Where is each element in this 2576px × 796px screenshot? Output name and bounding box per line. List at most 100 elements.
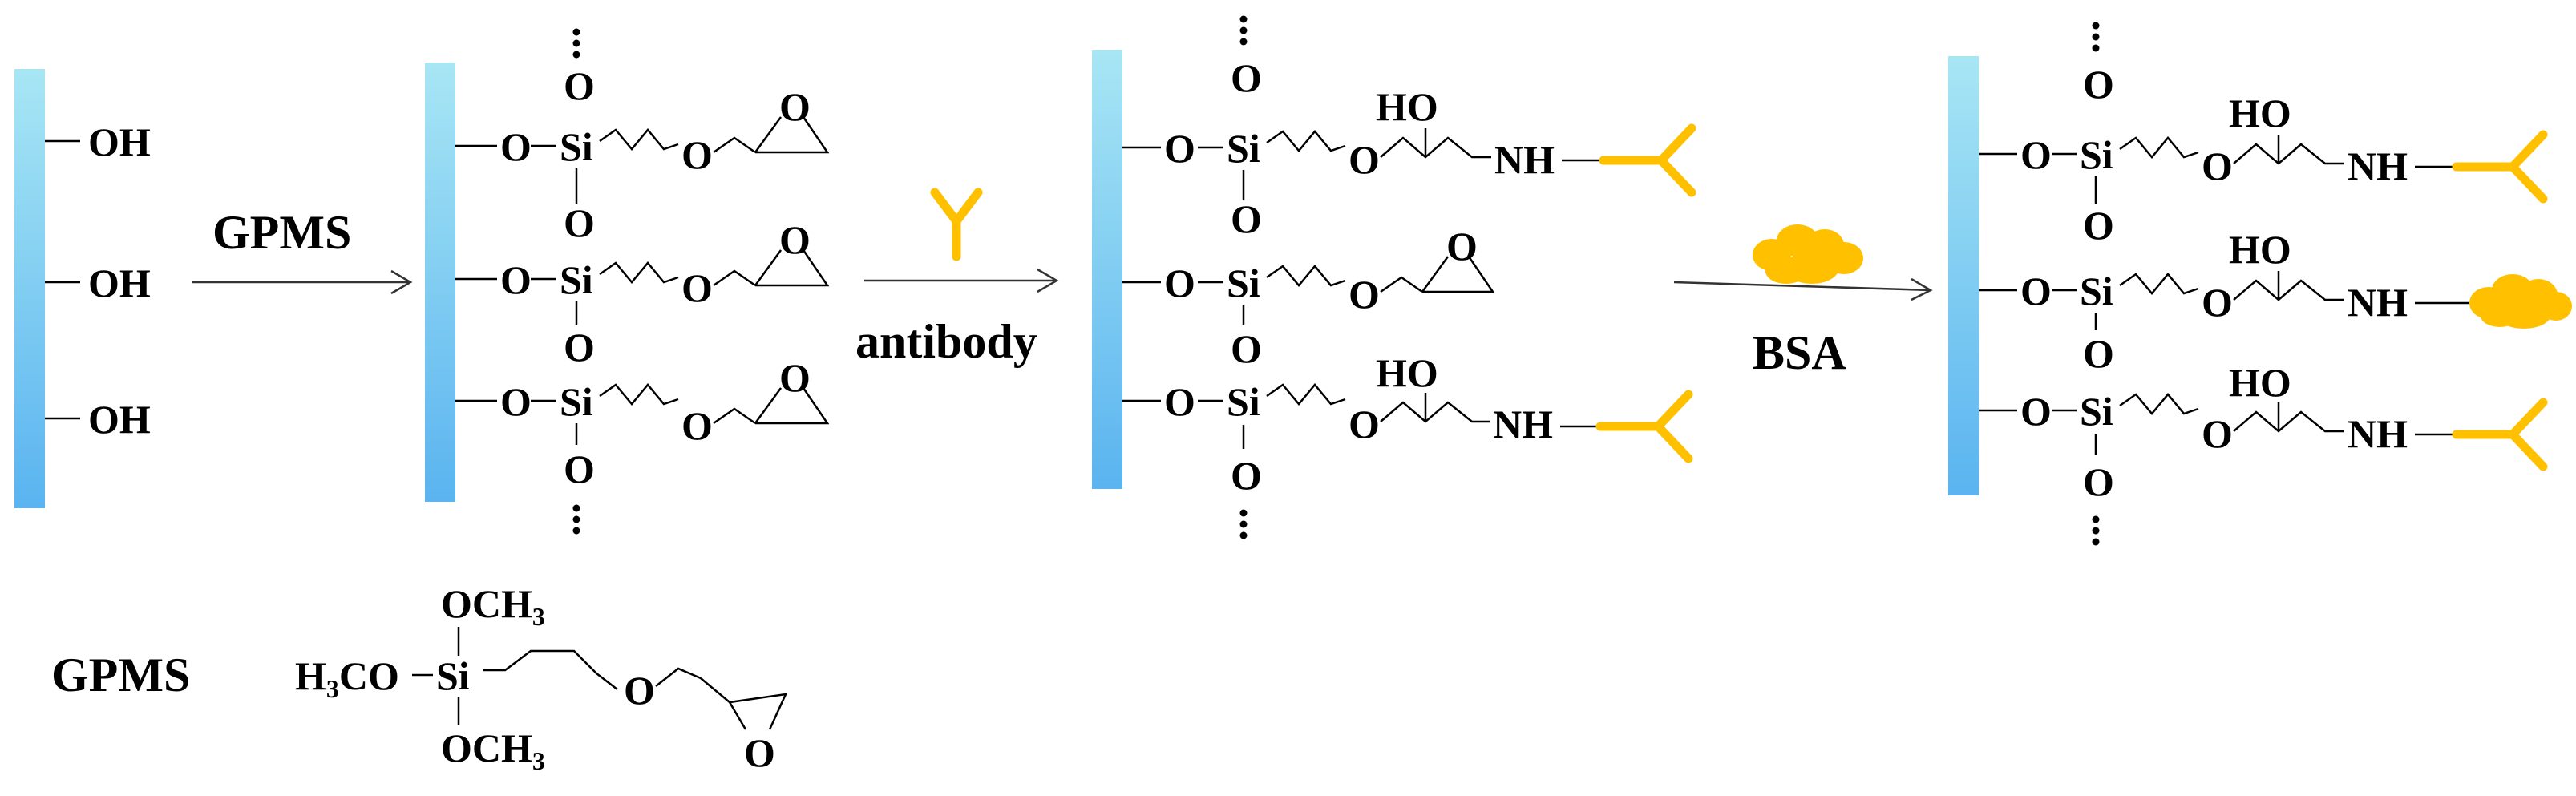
silicon-label: Si: [1227, 379, 1260, 424]
oxygen-label: O: [1349, 137, 1380, 182]
oxygen-label: O: [779, 84, 811, 129]
oh-label: OH: [88, 397, 151, 442]
silicon-label: Si: [436, 653, 470, 698]
oxygen-label: O: [564, 446, 595, 491]
antibody-icon: [1595, 390, 1693, 463]
substrate-surface: [14, 69, 45, 508]
stage-epoxy-surface: O O Si O O O O Si O: [425, 28, 830, 535]
silicon-label: Si: [2080, 132, 2113, 177]
hydroxyl-label: HO: [1376, 350, 1438, 395]
oxygen-label: O: [681, 403, 713, 448]
antibody-icon: [2452, 130, 2548, 204]
silane-antibody-unit: O Si O HO NH: [1979, 360, 2548, 471]
oxygen-label: O: [564, 63, 595, 108]
substrate-surface: [425, 63, 455, 502]
oxygen-label: O: [1164, 126, 1195, 171]
oxygen-label: O: [744, 730, 775, 775]
amine-label: NH: [1494, 137, 1555, 182]
oxygen-label: O: [500, 379, 532, 424]
epoxide-ring: O: [754, 84, 830, 154]
amine-label: NH: [2348, 280, 2408, 325]
oxygen-label: O: [2202, 280, 2233, 325]
oxygen-label: O: [2083, 331, 2114, 376]
bsa-reagent-label: BSA: [1753, 326, 1846, 379]
methoxy-bottom: OCH3: [441, 725, 545, 775]
hydroxyl-group: OH: [45, 261, 151, 305]
epoxide-ring: O: [1421, 224, 1495, 293]
oxygen-label: O: [2083, 459, 2114, 504]
arrow-gpms: GPMS: [192, 206, 413, 295]
oxygen-label: O: [1446, 224, 1478, 269]
oxygen-label: O: [779, 355, 811, 400]
stage-hydroxyl-surface: OH OH OH: [14, 69, 151, 508]
oxygen-label: O: [779, 217, 811, 262]
silicon-label: Si: [1227, 261, 1260, 305]
antibody-icon: [2452, 398, 2548, 471]
oxygen-label: O: [681, 132, 713, 177]
amine-label: NH: [2348, 411, 2408, 456]
polymer-continuation-dots: [2092, 22, 2100, 52]
polymer-continuation-dots: [1239, 15, 1248, 46]
bsa-protein-icon: [1753, 224, 1863, 284]
oxygen-label: O: [1231, 196, 1262, 241]
oxygen-label: O: [2202, 411, 2233, 456]
methoxy-left: H3CO: [295, 653, 399, 703]
silane-unit: O Si O O: [1122, 224, 1495, 317]
hydroxyl-label: HO: [2229, 91, 2291, 135]
silane-unit: O Si O O: [455, 355, 830, 448]
substrate-surface: [1948, 56, 1979, 495]
silicon-label: Si: [560, 379, 593, 424]
antibody-icon: [1599, 123, 1696, 197]
oxygen-label: O: [2083, 203, 2114, 248]
silicon-label: Si: [560, 257, 593, 302]
substrate-surface: [1092, 50, 1122, 489]
gpms-reagent-label: GPMS: [212, 206, 351, 259]
polymer-continuation-dots: [572, 504, 580, 535]
oxygen-label: O: [2020, 269, 2052, 313]
oh-label: OH: [88, 119, 151, 164]
hydroxyl-group: OH: [45, 119, 151, 164]
oxygen-label: O: [1231, 453, 1262, 498]
oxygen-label: O: [500, 124, 532, 169]
oxygen-label: O: [1231, 55, 1262, 100]
epoxide-ring: O: [700, 677, 788, 775]
silane-antibody-unit: O Si O HO NH: [1979, 91, 2548, 204]
stage-antibody-immobilized: O O Si O HO NH O O Si: [1092, 15, 1696, 539]
oh-label: OH: [88, 261, 151, 305]
oxygen-label: O: [2020, 132, 2052, 177]
arrow-antibody: antibody: [855, 188, 1059, 368]
oxygen-label: O: [564, 200, 595, 245]
silicon-label: Si: [2080, 389, 2113, 434]
polymer-continuation-dots: [1239, 509, 1248, 539]
hydroxyl-label: HO: [2229, 360, 2291, 405]
epoxide-ring: O: [754, 355, 830, 425]
stage-bsa-blocked: O O Si O HO NH O O Si: [1948, 22, 2572, 546]
oxygen-label: O: [2020, 389, 2052, 434]
arrow-bsa: BSA: [1673, 224, 1933, 379]
oxygen-label: O: [1164, 379, 1195, 424]
oxygen-label: O: [1164, 261, 1195, 305]
oxygen-label: O: [2083, 62, 2114, 107]
polymer-continuation-dots: [2092, 515, 2100, 546]
silicon-label: Si: [2080, 269, 2113, 313]
bsa-protein-icon: [2469, 274, 2572, 329]
silane-bsa-unit: O Si O HO NH: [1979, 227, 2572, 329]
amine-label: NH: [1493, 402, 1553, 446]
silane-antibody-unit: O Si O HO NH: [1122, 350, 1693, 463]
silicon-label: Si: [1227, 126, 1260, 171]
amine-label: NH: [2348, 143, 2408, 188]
oxygen-label: O: [564, 325, 595, 370]
silane-unit: O Si O O: [455, 84, 830, 177]
polymer-continuation-dots: [572, 28, 580, 59]
silicon-label: Si: [560, 124, 593, 169]
methoxy-top: OCH3: [441, 581, 545, 631]
antibody-icon: [930, 188, 983, 261]
oxygen-label: O: [1349, 402, 1380, 446]
silane-antibody-unit: O Si O HO NH: [1122, 84, 1696, 197]
gpms-structure-title: GPMS: [51, 649, 190, 701]
epoxide-ring: O: [754, 217, 830, 287]
oxygen-label: O: [2202, 143, 2233, 188]
oxygen-label: O: [681, 265, 713, 310]
gpms-structure: GPMS OCH3 H3CO Si OCH3 O O: [51, 581, 788, 775]
